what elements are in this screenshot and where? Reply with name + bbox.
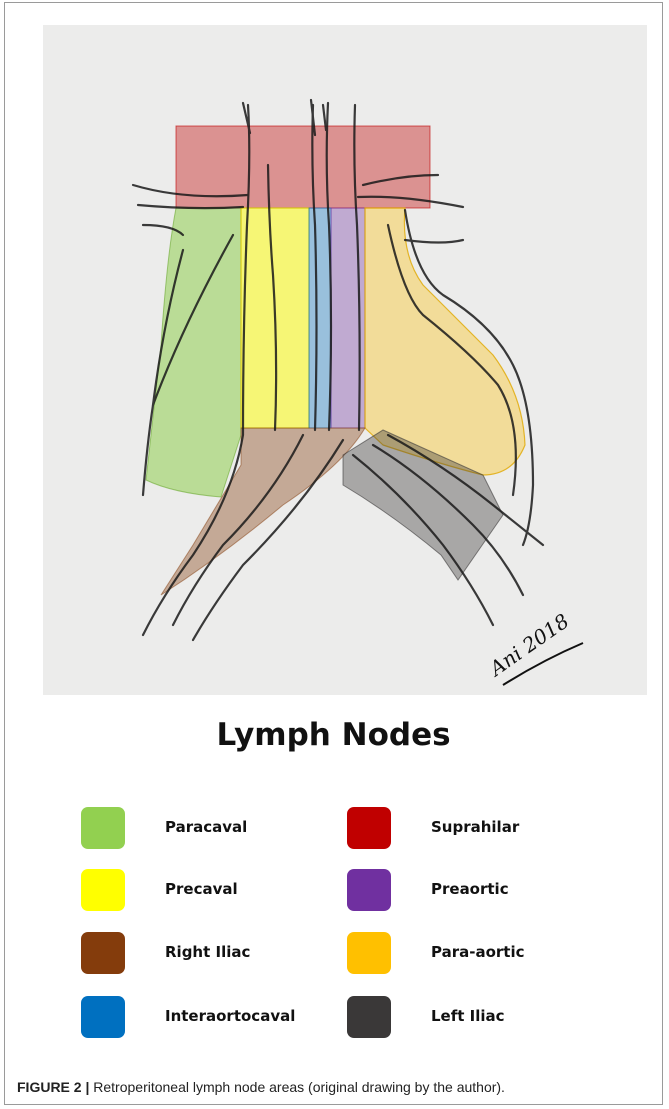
- figure-caption: FIGURE 2 | Retroperitoneal lymph node ar…: [17, 1079, 505, 1095]
- legend-swatch-interaortocaval: [81, 996, 125, 1038]
- legend-swatch-para-aortic: [347, 932, 391, 974]
- legend-swatch-left-iliac: [347, 996, 391, 1038]
- lymph-node-diagram: Ani 2018: [43, 25, 647, 695]
- anatomical-drawing: Ani 2018: [43, 25, 647, 695]
- legend-label-right-iliac: Right Iliac: [165, 943, 250, 961]
- legend-title: Lymph Nodes: [5, 717, 662, 753]
- legend-swatch-precaval: [81, 869, 125, 911]
- legend-label-interaortocaval: Interaortocaval: [165, 1007, 295, 1025]
- legend-label-left-iliac: Left Iliac: [431, 1007, 505, 1025]
- region-interaortocaval: [309, 208, 331, 428]
- figure-number: FIGURE 2 |: [17, 1079, 89, 1095]
- caption-text: Retroperitoneal lymph node areas (origin…: [89, 1079, 505, 1095]
- legend-label-precaval: Precaval: [165, 880, 238, 898]
- legend-label-paracaval: Paracaval: [165, 818, 247, 836]
- legend-label-suprahilar: Suprahilar: [431, 818, 519, 836]
- legend-swatch-paracaval: [81, 807, 125, 849]
- legend-label-para-aortic: Para-aortic: [431, 943, 525, 961]
- legend-label-preaortic: Preaortic: [431, 880, 509, 898]
- legend-swatch-right-iliac: [81, 932, 125, 974]
- legend-swatch-suprahilar: [347, 807, 391, 849]
- legend-swatch-preaortic: [347, 869, 391, 911]
